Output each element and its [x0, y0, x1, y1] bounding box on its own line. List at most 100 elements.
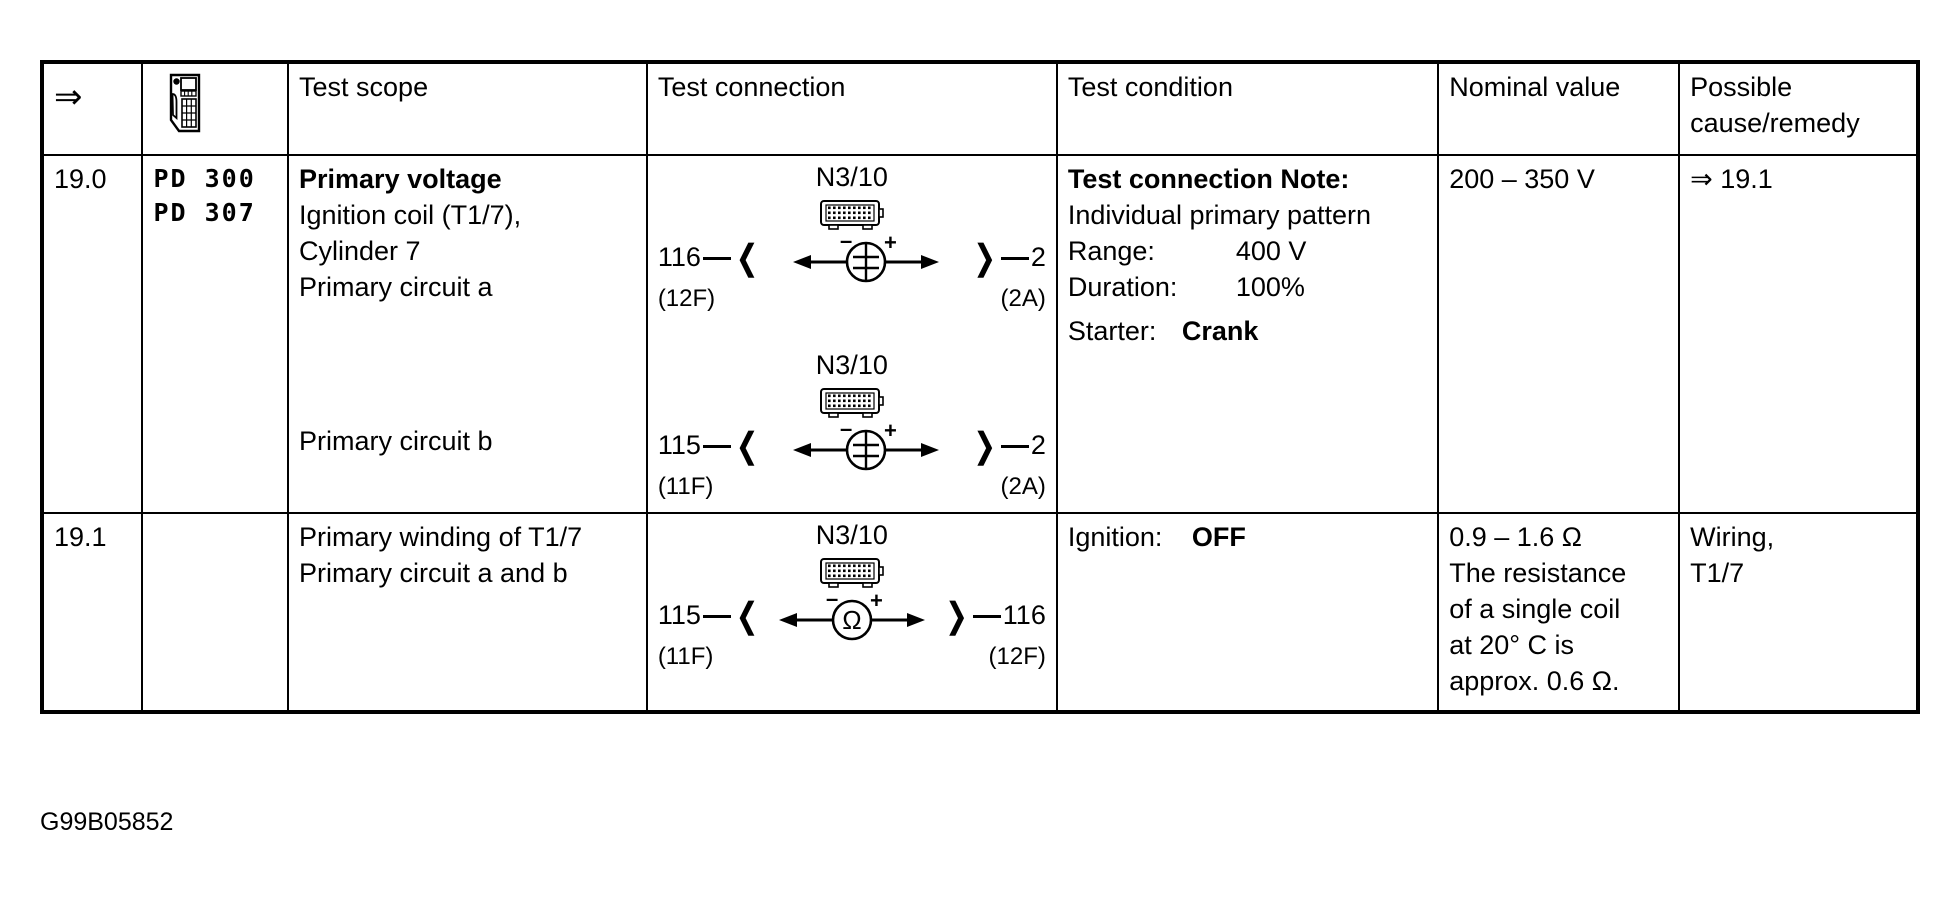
- header-row: ⇒ Test scope: [40, 61, 1919, 156]
- right-pin-sublabel: (2A): [1000, 473, 1046, 500]
- row-step-number: 19.1: [40, 512, 144, 713]
- row-device-codes: PD 300 PD 307: [141, 154, 290, 514]
- table-row: 19.1 Primary winding of T1/7 Primary cir…: [40, 512, 1919, 713]
- svg-text:Ω: Ω: [842, 605, 861, 635]
- svg-text:+: +: [884, 420, 897, 443]
- condition-starter: Starter: Crank: [1068, 314, 1427, 350]
- left-pin-sublabel: (11F): [657, 643, 714, 670]
- connector-socket-icon: [819, 200, 884, 230]
- lead-line: [1000, 444, 1029, 448]
- scope-line: Primary winding of T1/7: [299, 522, 583, 552]
- scope-line: Cylinder 7: [299, 235, 421, 266]
- socket-female-icon: ❬: [732, 239, 762, 277]
- condition-range-value: 400 V: [1235, 235, 1307, 266]
- condition-duration: Duration: 100%: [1068, 270, 1427, 306]
- row-possible-cause: Wiring, T1/7: [1678, 512, 1919, 713]
- ohm-meter-icon: Ω – +: [778, 590, 925, 641]
- connection-diagram-ohm: N3/10: [658, 522, 1046, 672]
- socket-male-icon: ❭: [970, 427, 999, 465]
- condition-range-label: Range:: [1067, 235, 1155, 266]
- header-nominal-value: Nominal value: [1437, 61, 1681, 156]
- scope-line: Primary circuit a: [299, 271, 493, 302]
- condition-starter-label: Starter:: [1067, 315, 1157, 346]
- socket-female-icon: ❬: [732, 597, 762, 635]
- svg-text:–: –: [840, 232, 852, 253]
- diagnostic-test-table: ⇒ Test scope: [40, 60, 1920, 714]
- nominal-line: of a single coil: [1449, 593, 1621, 624]
- condition-starter-value: Crank: [1181, 315, 1259, 346]
- scope-title: Primary voltage: [299, 164, 502, 194]
- cause-line: T1/7: [1690, 557, 1745, 588]
- scope-line: Primary circuit a and b: [299, 557, 568, 588]
- left-pin-number: 116: [657, 242, 701, 273]
- condition-ignition: Ignition: OFF: [1068, 520, 1427, 556]
- right-pin-sublabel: (2A): [1000, 285, 1046, 312]
- voltage-meter-icon: – +: [792, 232, 939, 283]
- row-nominal-value: 200 – 350 V: [1437, 154, 1681, 514]
- nominal-line: The resistance: [1449, 557, 1627, 588]
- left-pin-number: 115: [657, 600, 701, 631]
- condition-note-text: Individual primary pattern: [1067, 199, 1372, 230]
- scope-line: Ignition coil (T1/7),: [299, 199, 522, 230]
- cause-line: Wiring,: [1690, 522, 1775, 552]
- lead-line: [702, 614, 731, 618]
- header-test-connection: Test connection: [645, 61, 1058, 156]
- nominal-line: 0.9 – 1.6 Ω: [1449, 522, 1582, 552]
- socket-female-icon: ❬: [732, 427, 762, 465]
- cause-line: ⇒ 19.1: [1690, 164, 1773, 194]
- header-test-condition: Test condition: [1055, 61, 1440, 156]
- row-device-codes: [141, 512, 290, 713]
- table-header: ⇒ Test scope: [40, 61, 1919, 156]
- voltage-meter-icon: – +: [792, 420, 939, 471]
- condition-ignition-value: OFF: [1191, 522, 1246, 552]
- row-test-scope: Primary voltage Ignition coil (T1/7), Cy…: [287, 154, 648, 514]
- row-test-connection: N3/10: [645, 512, 1058, 713]
- header-step-arrow: ⇒: [40, 61, 144, 156]
- connector-label: N3/10: [815, 162, 888, 192]
- device-code-1: PD 300: [153, 164, 256, 193]
- row-step-number: 19.0: [40, 154, 144, 514]
- svg-text:–: –: [840, 420, 852, 441]
- scope-spacer: [299, 306, 636, 424]
- socket-male-icon: ❭: [970, 239, 999, 277]
- nominal-line: 200 – 350 V: [1449, 164, 1595, 194]
- row-test-connection: N3/10: [645, 154, 1058, 514]
- connector-socket-icon: [819, 388, 884, 418]
- row-possible-cause: ⇒ 19.1: [1678, 154, 1919, 514]
- header-test-scope: Test scope: [287, 61, 648, 156]
- condition-ignition-label: Ignition:: [1067, 522, 1163, 552]
- table-row: 19.0 PD 300 PD 307 Primary voltage Ignit…: [40, 154, 1919, 514]
- condition-duration-label: Duration:: [1067, 271, 1178, 302]
- lead-line: [702, 256, 731, 260]
- left-pin-sublabel: (12F): [657, 285, 716, 312]
- row-nominal-value: 0.9 – 1.6 Ω The resistance of a single c…: [1437, 512, 1681, 713]
- figure-reference-code: G99B05852: [40, 808, 174, 836]
- right-pin-number: 2: [1030, 430, 1046, 461]
- table-body: 19.0 PD 300 PD 307 Primary voltage Ignit…: [40, 154, 1919, 713]
- right-pin-sublabel: (12F): [988, 643, 1046, 670]
- connector-socket-icon: [819, 558, 884, 588]
- connection-diagram-a: N3/10: [658, 164, 1046, 314]
- header-device-icon-cell: [141, 61, 290, 156]
- condition-duration-value: 100%: [1235, 271, 1305, 302]
- row-test-scope: Primary winding of T1/7 Primary circuit …: [287, 512, 648, 713]
- right-pin-number: 116: [1002, 600, 1046, 631]
- header-possible-cause: Possible cause/remedy: [1678, 61, 1919, 156]
- scope-line-circuit-b: Primary circuit b: [299, 425, 493, 456]
- row-test-condition: Test connection Note: Individual primary…: [1055, 154, 1440, 514]
- row-test-condition: Ignition: OFF: [1055, 512, 1440, 713]
- connector-label: N3/10: [815, 350, 888, 380]
- condition-range: Range: 400 V: [1068, 234, 1427, 270]
- lead-line: [702, 444, 731, 448]
- double-arrow-icon: ⇒: [54, 78, 83, 116]
- left-pin-number: 115: [657, 430, 701, 461]
- nominal-line: approx. 0.6 Ω.: [1449, 665, 1620, 696]
- svg-text:–: –: [826, 590, 838, 611]
- socket-male-icon: ❭: [942, 597, 971, 635]
- connector-label: N3/10: [815, 520, 888, 550]
- right-pin-number: 2: [1030, 242, 1046, 273]
- device-code-2: PD 307: [153, 197, 256, 227]
- nominal-line: at 20° C is: [1449, 629, 1575, 660]
- svg-text:+: +: [870, 590, 883, 613]
